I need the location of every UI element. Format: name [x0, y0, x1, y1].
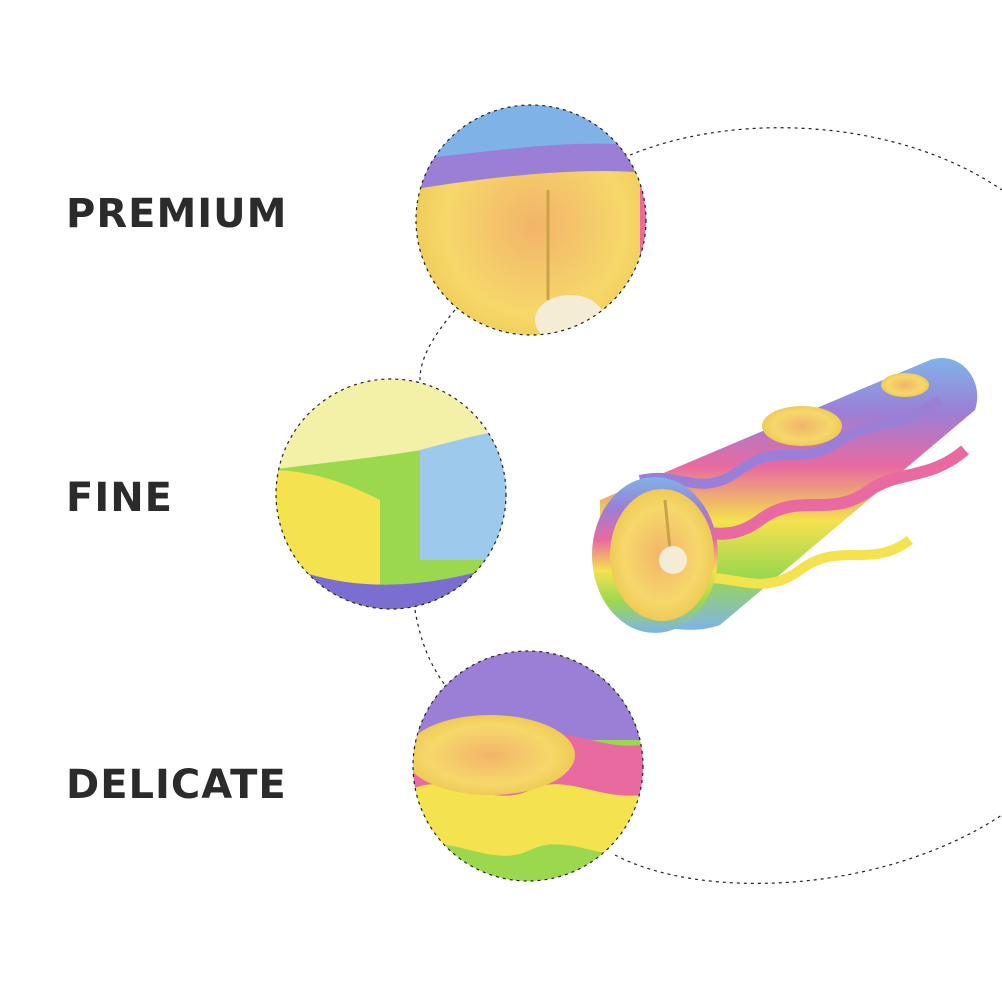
dashed-connector-left — [419, 309, 456, 381]
feature-label-fine: FINE — [66, 475, 174, 521]
detail-circle-premium — [416, 105, 646, 335]
dashed-connector-left-lower — [414, 609, 446, 686]
feature-label-premium: PREMIUM — [66, 191, 288, 237]
dashed-connector-arc — [629, 127, 1002, 191]
feature-label-delicate: DELICATE — [66, 762, 287, 808]
cat-tunnel-product — [592, 358, 978, 633]
detail-circle-delicate — [413, 651, 643, 881]
dashed-connector-arc-bottom — [614, 814, 1002, 884]
detail-circle-fine — [276, 379, 506, 609]
